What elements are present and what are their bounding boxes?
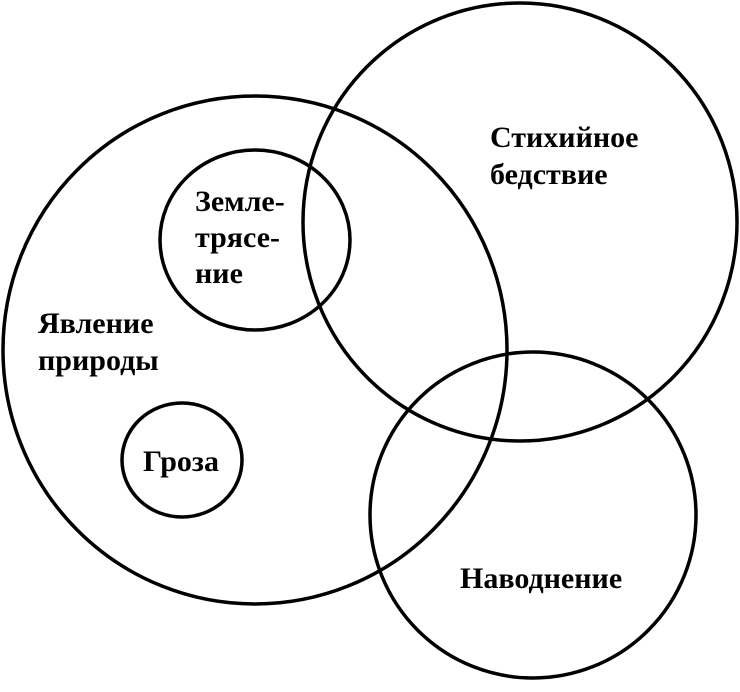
label-nature-line-2: природы xyxy=(38,344,159,377)
circle-disaster xyxy=(301,1,739,443)
label-earthquake-line-2: трясе- xyxy=(195,221,280,254)
label-storm: Гроза xyxy=(143,445,219,478)
circle-storm xyxy=(120,401,244,519)
label-storm-line-1: Гроза xyxy=(143,445,219,478)
label-disaster: Стихийное бедствие xyxy=(490,121,646,191)
label-flood-line-1: Наводнение xyxy=(460,562,622,595)
label-earthquake-line-1: Земле- xyxy=(195,185,285,218)
circle-earthquake xyxy=(158,148,352,332)
circle-flood xyxy=(368,350,698,680)
label-nature: Явление природы xyxy=(38,307,161,377)
label-earthquake-line-3: ние xyxy=(195,257,243,290)
label-earthquake: Земле- трясе- ние xyxy=(195,185,292,290)
label-disaster-line-2: бедствие xyxy=(490,158,608,191)
label-disaster-line-1: Стихийное xyxy=(490,121,638,154)
label-flood: Наводнение xyxy=(460,562,622,595)
label-nature-line-1: Явление xyxy=(38,307,154,340)
circle-nature xyxy=(1,94,509,606)
